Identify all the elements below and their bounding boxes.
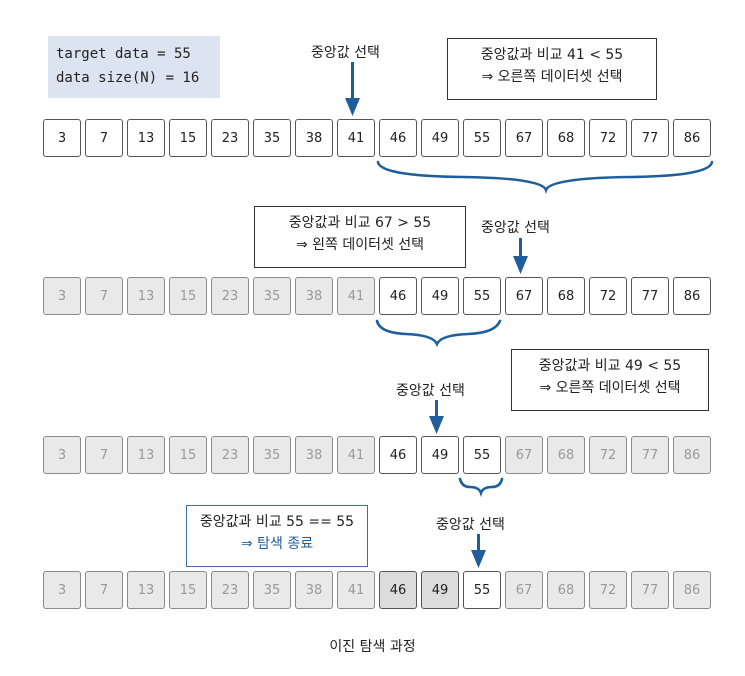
array-cell: 15 [169, 277, 207, 315]
array-cell: 23 [211, 277, 249, 315]
array-cell: 86 [673, 571, 711, 609]
array-cell: 15 [169, 571, 207, 609]
array-cell: 41 [337, 571, 375, 609]
array-cell: 23 [211, 119, 249, 157]
step3-compare-line2: ⇒ 오른쪽 데이터셋 선택 [539, 380, 681, 396]
step4-arrowhead-icon [471, 550, 486, 568]
array-cell: 41 [337, 119, 375, 157]
array-cell: 72 [589, 119, 627, 157]
array-cell: 3 [43, 571, 81, 609]
step2-brace-icon [375, 319, 502, 348]
array-cell: 55 [463, 436, 501, 474]
array-cell: 7 [85, 571, 123, 609]
array-cell: 49 [421, 571, 459, 609]
array-cell: 35 [253, 119, 291, 157]
step4-compare-line1: 중앙값과 비교 55 == 55 [199, 514, 355, 530]
array-cell: 72 [589, 571, 627, 609]
data-size-text: data size(N) = 16 [56, 70, 200, 86]
array-cell: 86 [673, 277, 711, 315]
array-cell: 55 [463, 571, 501, 609]
diagram-caption: 이진 탐색 과정 [329, 639, 416, 655]
step2-mid-label: 중앙값 선택 [481, 220, 550, 236]
array-cell: 13 [127, 119, 165, 157]
step4-arrow-icon [477, 534, 480, 552]
step3-compare-line1: 중앙값과 비교 49 < 55 [538, 358, 682, 374]
step4-compare-box: 중앙값과 비교 55 == 55 ⇒ 탐색 종료 [186, 505, 368, 567]
array-cell: 38 [295, 571, 333, 609]
step1-brace-icon [376, 160, 714, 195]
array-cell: 7 [85, 277, 123, 315]
step2-compare-box: 중앙값과 비교 67 > 55 ⇒ 왼쪽 데이터셋 선택 [254, 206, 466, 268]
array-cell: 46 [379, 571, 417, 609]
array-cell: 86 [673, 119, 711, 157]
array-cell: 68 [547, 571, 585, 609]
array-cell: 15 [169, 436, 207, 474]
array-cell: 67 [505, 119, 543, 157]
array-cell: 23 [211, 571, 249, 609]
array-cell: 41 [337, 277, 375, 315]
array-cell: 49 [421, 119, 459, 157]
array-cell: 13 [127, 277, 165, 315]
step3-compare-box: 중앙값과 비교 49 < 55 ⇒ 오른쪽 데이터셋 선택 [511, 349, 709, 411]
array-cell: 68 [547, 119, 585, 157]
array-cell: 15 [169, 119, 207, 157]
step1-arrowhead-icon [345, 98, 360, 116]
array-cell: 13 [127, 571, 165, 609]
step3-arrow-icon [435, 400, 438, 418]
array-cell: 7 [85, 119, 123, 157]
array-cell: 49 [421, 277, 459, 315]
step3-arrowhead-icon [429, 416, 444, 434]
target-data-text: target data = 55 [56, 46, 191, 62]
step2-arrowhead-icon [513, 256, 528, 274]
array-cell: 41 [337, 436, 375, 474]
array-cell: 38 [295, 277, 333, 315]
array-cell: 13 [127, 436, 165, 474]
array-cell: 46 [379, 119, 417, 157]
array-cell: 86 [673, 436, 711, 474]
array-cell: 35 [253, 436, 291, 474]
target-info-box: target data = 55 data size(N) = 16 [48, 36, 220, 98]
array-cell: 72 [589, 436, 627, 474]
array-cell: 77 [631, 277, 669, 315]
step3-mid-label: 중앙값 선택 [396, 383, 465, 399]
step2-arrow-icon [519, 238, 522, 258]
array-cell: 77 [631, 436, 669, 474]
array-cell: 55 [463, 119, 501, 157]
step1-mid-label: 중앙값 선택 [311, 45, 380, 61]
array-cell: 68 [547, 436, 585, 474]
step2-compare-line2: ⇒ 왼쪽 데이터셋 선택 [295, 237, 425, 253]
array-cell: 67 [505, 571, 543, 609]
step1-arrow-icon [351, 62, 354, 100]
array-cell: 77 [631, 571, 669, 609]
step4-mid-label: 중앙값 선택 [436, 517, 505, 533]
array-cell: 23 [211, 436, 249, 474]
step1-compare-line1: 중앙값과 비교 41 < 55 [480, 47, 624, 63]
array-cell: 3 [43, 436, 81, 474]
array-cell: 67 [505, 436, 543, 474]
array-cell: 35 [253, 277, 291, 315]
array-cell: 7 [85, 436, 123, 474]
array-cell: 3 [43, 119, 81, 157]
array-cell: 46 [379, 277, 417, 315]
step2-compare-line1: 중앙값과 비교 67 > 55 [288, 215, 432, 231]
step3-brace-icon [458, 477, 504, 498]
step1-compare-box: 중앙값과 비교 41 < 55 ⇒ 오른쪽 데이터셋 선택 [447, 38, 657, 100]
array-cell: 77 [631, 119, 669, 157]
step1-compare-line2: ⇒ 오른쪽 데이터셋 선택 [481, 69, 623, 85]
array-cell: 3 [43, 277, 81, 315]
array-cell: 68 [547, 277, 585, 315]
array-cell: 35 [253, 571, 291, 609]
array-cell: 38 [295, 436, 333, 474]
array-cell: 49 [421, 436, 459, 474]
array-cell: 38 [295, 119, 333, 157]
array-cell: 72 [589, 277, 627, 315]
array-cell: 55 [463, 277, 501, 315]
array-cell: 46 [379, 436, 417, 474]
step4-compare-line2: ⇒ 탐색 종료 [240, 536, 314, 552]
array-cell: 67 [505, 277, 543, 315]
